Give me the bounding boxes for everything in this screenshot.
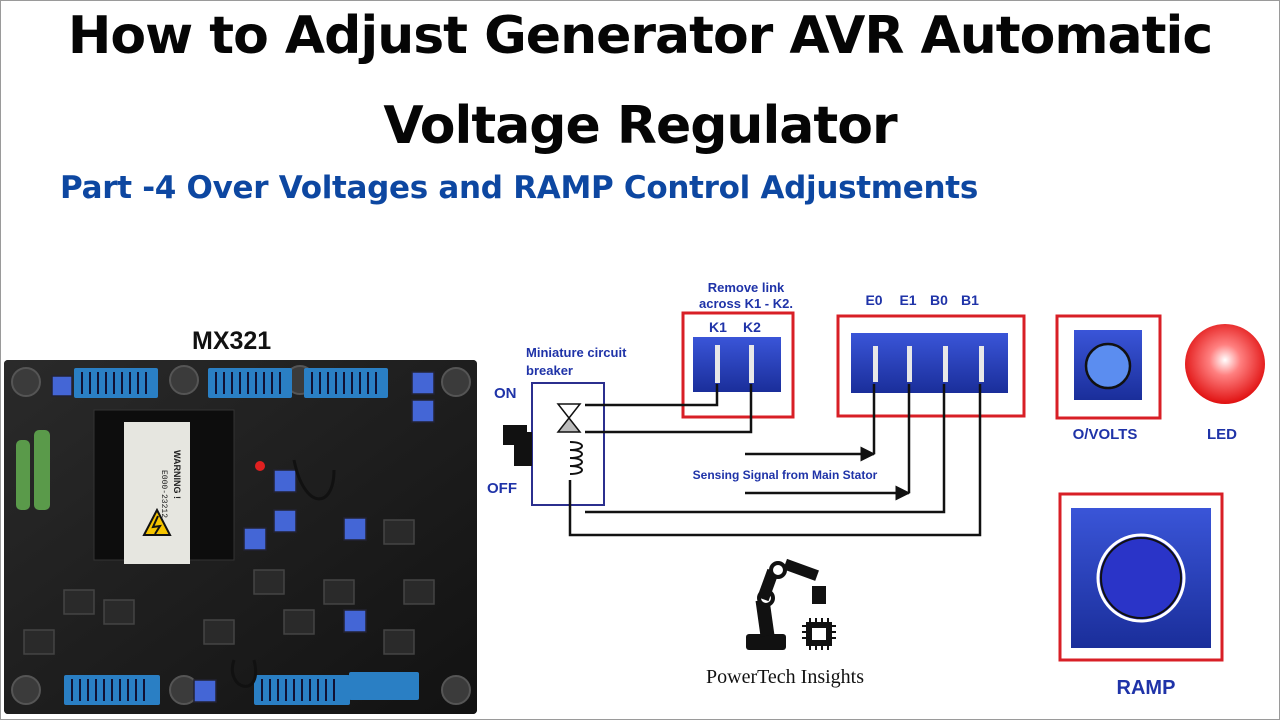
terminal-k1-label: K1 bbox=[709, 319, 727, 335]
breaker-toggle-icon bbox=[503, 425, 532, 466]
board-model-label: MX321 bbox=[192, 327, 272, 355]
breaker-label-line1: Miniature circuit bbox=[526, 345, 627, 360]
breaker-coil-icon bbox=[569, 441, 583, 475]
link-note-line1: Remove link bbox=[708, 280, 785, 295]
brand-name: PowerTech Insights bbox=[706, 666, 865, 688]
terminal-b1-label: B1 bbox=[961, 292, 979, 308]
ovolts-highlight-box bbox=[1055, 314, 1162, 420]
subtitle: Part -4 Over Voltages and RAMP Control A… bbox=[60, 170, 978, 206]
ramp-highlight-box bbox=[1058, 492, 1224, 662]
wiring-lines bbox=[568, 384, 982, 537]
terminal-e0-label: E0 bbox=[865, 292, 882, 308]
terminal-k2-label: K2 bbox=[743, 319, 761, 335]
sensing-highlight-box bbox=[836, 314, 1026, 418]
breaker-housing bbox=[531, 382, 605, 506]
avr-board-image: WARNING ! E000-23212 bbox=[4, 360, 477, 714]
terminal-b1-pin bbox=[979, 346, 984, 382]
breaker-label-line2: breaker bbox=[526, 363, 573, 378]
board-warning-text: WARNING ! bbox=[172, 450, 182, 499]
terminal-b0-label: B0 bbox=[930, 292, 948, 308]
terminal-e1-pin bbox=[907, 346, 912, 382]
terminal-e1-label: E1 bbox=[899, 292, 916, 308]
led-label: LED bbox=[1207, 426, 1237, 443]
title-line-1: How to Adjust Generator AVR Automatic bbox=[67, 6, 1213, 66]
avr-board-drawing: WARNING ! E000-23212 bbox=[4, 360, 477, 714]
breaker-on-label: ON bbox=[494, 385, 517, 402]
ovolts-label: O/VOLTS bbox=[1073, 426, 1138, 443]
link-highlight-box bbox=[681, 311, 795, 419]
title-line-2: Voltage Regulator bbox=[383, 96, 897, 156]
sensing-signal-label: Sensing Signal from Main Stator bbox=[693, 468, 878, 482]
terminal-e0-pin bbox=[873, 346, 878, 382]
link-note-line2: across K1 - K2. bbox=[699, 296, 793, 311]
breaker-contacts-icon bbox=[556, 403, 582, 433]
link-terminal-block bbox=[693, 337, 781, 392]
terminal-b0-pin bbox=[943, 346, 948, 382]
ovolts-knob-icon[interactable] bbox=[1084, 342, 1132, 390]
breaker-off-label: OFF bbox=[487, 480, 517, 497]
robot-arm-chip-icon bbox=[746, 558, 836, 650]
led-indicator-icon bbox=[1185, 324, 1265, 404]
ramp-label: RAMP bbox=[1117, 677, 1176, 699]
terminal-k2-pin bbox=[749, 345, 754, 383]
terminal-k1-pin bbox=[715, 345, 720, 383]
ramp-knob-icon[interactable] bbox=[1096, 533, 1186, 623]
board-part-code: E000-23212 bbox=[159, 470, 168, 518]
